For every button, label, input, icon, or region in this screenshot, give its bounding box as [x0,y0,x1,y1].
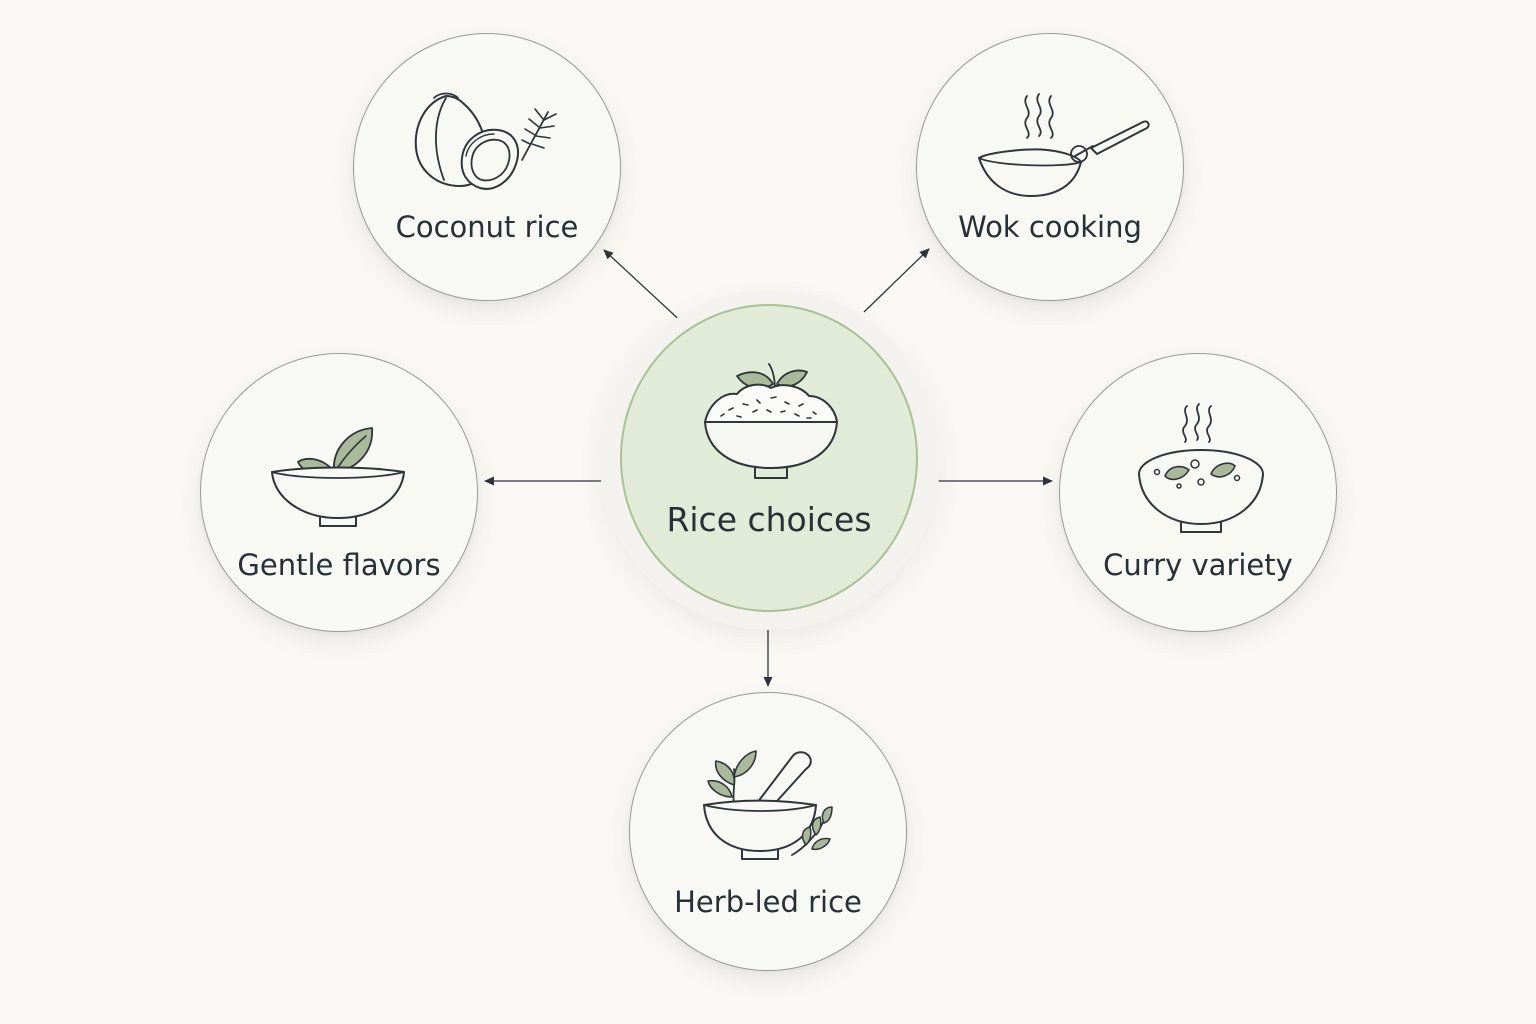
coconut-icon [414,92,557,190]
node-herb-led-rice-label: Herb-led rice [674,885,862,919]
center-node[interactable]: Rice choices [620,304,918,612]
node-herb-led-rice[interactable]: Herb-led rice [629,692,907,971]
curry-bowl-icon [1138,403,1264,533]
arrow-to-wok-cooking [863,248,930,313]
node-gentle-flavors-label: Gentle flavors [237,548,441,582]
node-wok-cooking-label: Wok cooking [958,210,1142,244]
node-curry-variety-label: Curry variety [1103,548,1293,582]
node-wok-cooking[interactable]: Wok cooking [916,33,1184,301]
node-gentle-flavors[interactable]: Gentle flavors [200,353,478,632]
node-coconut-rice-label: Coconut rice [395,210,579,244]
mortar-pestle-icon [703,750,833,860]
arrow-to-coconut-rice [603,249,687,327]
rice-bowl-icon [704,363,838,479]
wok-icon [978,93,1150,197]
bowl-leaves-icon [271,427,405,527]
center-node-label: Rice choices [666,500,872,539]
node-coconut-rice[interactable]: Coconut rice [353,33,621,301]
node-curry-variety[interactable]: Curry variety [1059,353,1337,632]
